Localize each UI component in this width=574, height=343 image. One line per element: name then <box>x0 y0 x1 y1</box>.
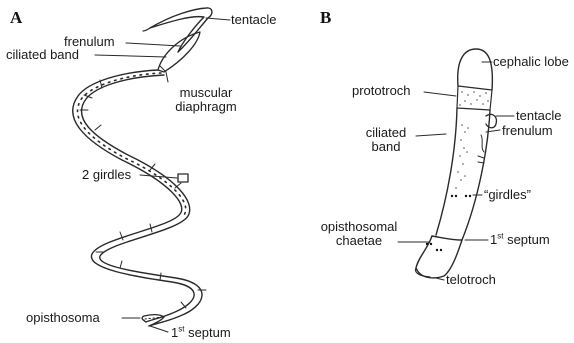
a-label-muscular-diaphragm: muscular diaphragm <box>164 86 248 114</box>
b-trunk-outline <box>436 108 490 240</box>
b-label-first-septum: 1st septum <box>490 233 550 247</box>
a-body-rings <box>80 80 206 308</box>
b-label-opisthosomal-line1: opisthosomal <box>316 220 402 234</box>
a-girdles-mark <box>178 174 188 182</box>
b-label-opisthosomal-chaetae: opisthosomal chaetae <box>316 220 402 248</box>
b-label-telotroch: telotroch <box>446 273 496 287</box>
a-septum-word: septum <box>184 325 230 340</box>
a-label-ciliated-band: ciliated band <box>6 48 79 62</box>
b-label-frenulum: frenulum <box>502 124 553 138</box>
a-label-opisthosoma: opisthosoma <box>26 311 100 325</box>
b-label-opisthosomal-line2: chaetae <box>316 234 402 248</box>
a-label-girdles: 2 girdles <box>82 168 131 182</box>
a-label-muscular-line2: diaphragm <box>164 100 248 114</box>
b-label-ciliated-band: ciliated band <box>358 126 414 154</box>
b-ciliated-band-dots <box>455 124 469 189</box>
b-prototroch-stipple <box>459 91 489 106</box>
b-frenulum <box>478 135 484 163</box>
b-septum-word: septum <box>503 232 549 247</box>
b-telotroch <box>416 268 430 277</box>
b-label-cephalic-lobe: cephalic lobe <box>493 55 569 69</box>
b-prototroch-band <box>457 86 492 110</box>
a-label-muscular-line1: muscular <box>164 86 248 100</box>
b-leader-lines <box>398 62 514 280</box>
b-first-septum <box>432 236 462 240</box>
b-label-tentacle: tentacle <box>516 109 562 123</box>
a-tentacle-outline <box>150 8 212 52</box>
b-label-ciliated-line1: ciliated <box>358 126 414 140</box>
b-girdle-dots <box>451 195 471 197</box>
a-label-tentacle: tentacle <box>231 13 277 27</box>
b-cephalic-lobe <box>458 49 493 90</box>
b-label-girdles: “girdles” <box>484 188 531 202</box>
a-label-first-septum: 1st septum <box>171 326 231 340</box>
b-tentacle-stub <box>486 114 496 127</box>
a-tentacle-tip <box>143 28 150 31</box>
panel-a-letter: A <box>10 8 22 28</box>
panel-b-letter: B <box>320 8 331 28</box>
b-label-ciliated-line2: band <box>358 140 414 154</box>
b-label-prototroch: prototroch <box>352 84 411 98</box>
